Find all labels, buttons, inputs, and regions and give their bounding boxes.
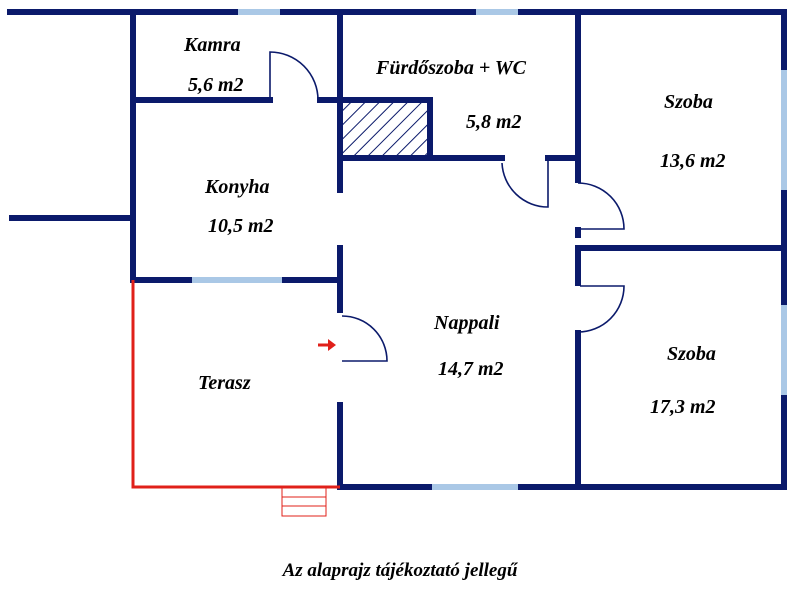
room-name-szoba-2: Szoba bbox=[667, 343, 716, 365]
room-area-kamra: 5,6 m2 bbox=[188, 74, 244, 96]
disclaimer-caption: Az alaprajz tájékoztató jellegű bbox=[282, 560, 518, 581]
room-name-nappali: Nappali bbox=[433, 312, 500, 334]
room-area-konyha: 10,5 m2 bbox=[208, 215, 274, 237]
room-area-szoba-1: 13,6 m2 bbox=[660, 150, 726, 172]
room-area-nappali: 14,7 m2 bbox=[438, 358, 504, 380]
room-name-szoba-1: Szoba bbox=[664, 91, 713, 113]
room-name-terasz: Terasz bbox=[198, 372, 251, 394]
room-area-furdoszoba: 5,8 m2 bbox=[466, 111, 522, 133]
room-labels: Kamra 5,6 m2 Fürdőszoba + WC 5,8 m2 Szob… bbox=[183, 34, 726, 418]
doors bbox=[269, 51, 625, 362]
room-name-furdoszoba: Fürdőszoba + WC bbox=[375, 57, 527, 79]
interior-walls bbox=[130, 9, 787, 490]
room-area-szoba-2: 17,3 m2 bbox=[650, 396, 716, 418]
windows bbox=[192, 9, 787, 490]
entrance-arrow-icon bbox=[318, 339, 336, 351]
room-name-konyha: Konyha bbox=[204, 176, 269, 198]
shaft bbox=[343, 103, 429, 157]
room-name-kamra: Kamra bbox=[183, 34, 241, 56]
terrace-outline bbox=[131, 280, 340, 517]
